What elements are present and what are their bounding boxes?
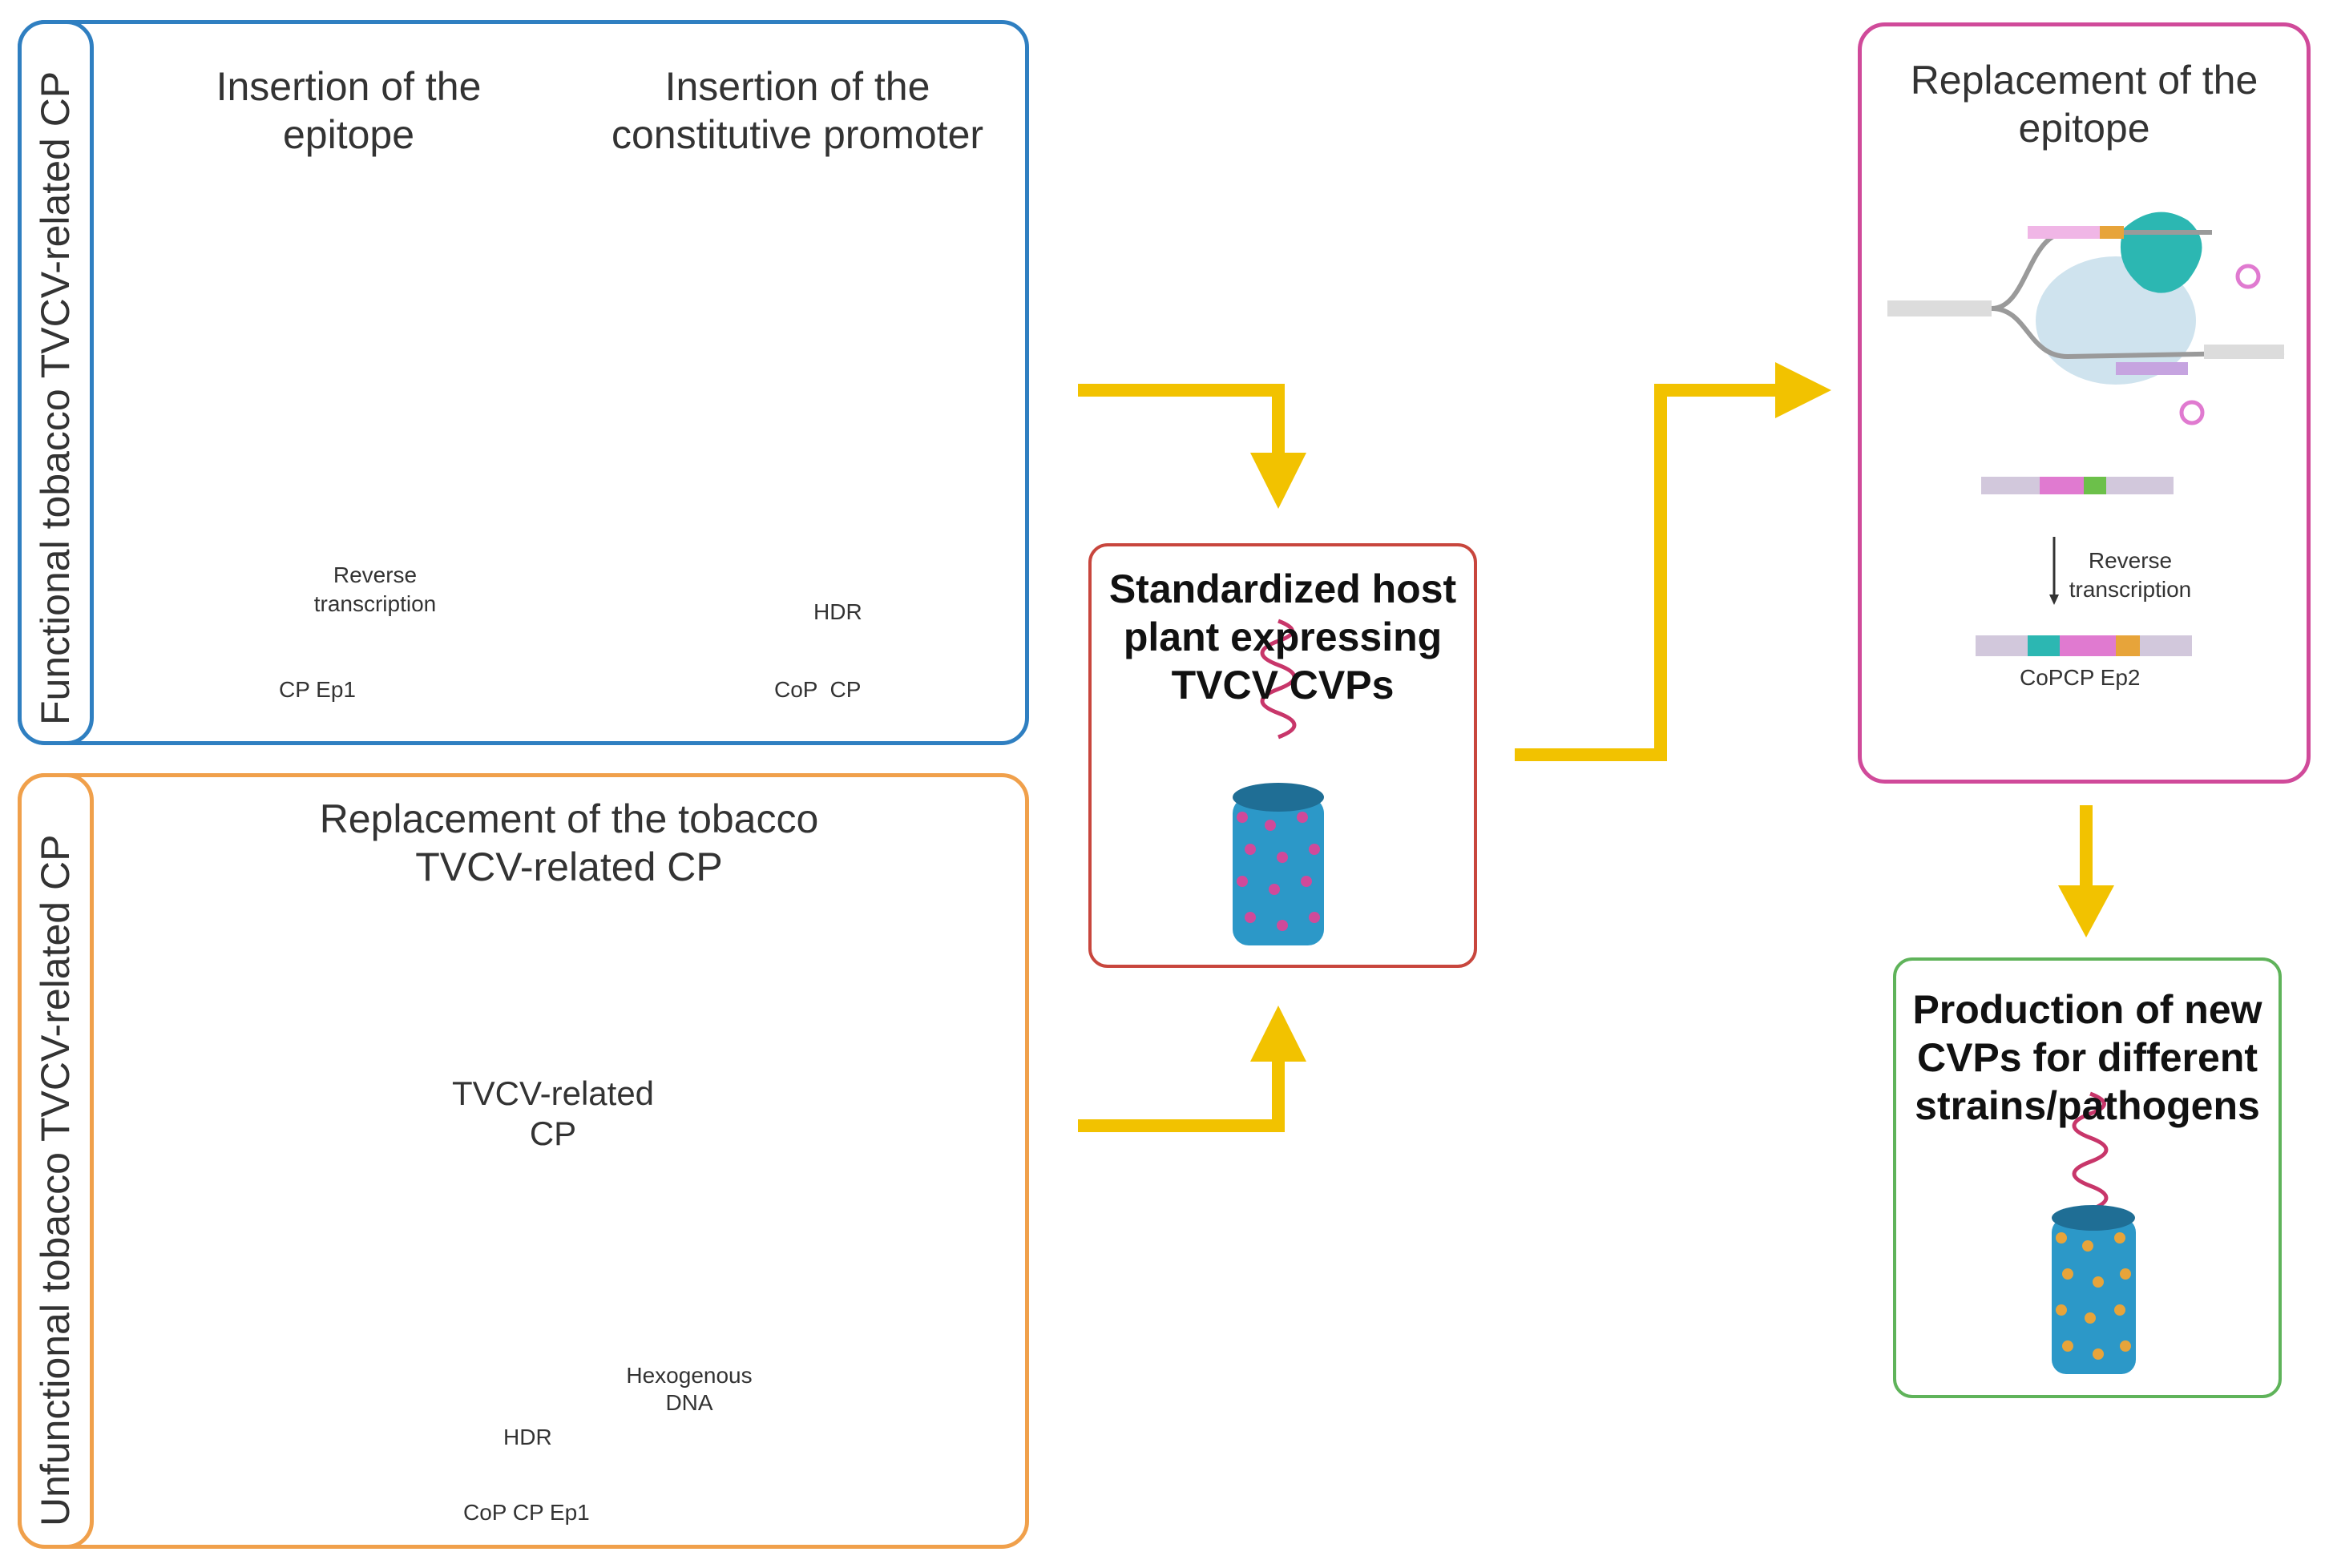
epitope-replacement-title: Replacement of the epitope	[1910, 58, 2258, 151]
epitope-replacement-illustration	[1887, 212, 2285, 656]
reverse-transcription-label-2: Reverse transcription	[2069, 548, 2192, 602]
arrow-heads	[1250, 362, 2114, 1062]
cvp-virus-illustration	[1233, 619, 1324, 945]
promoter-insertion-title: Insertion of the constitutive promoter	[611, 64, 984, 157]
cop-cp-ep1-label: CoP CP Ep1	[463, 1500, 590, 1525]
epitope-insertion-title: Insertion of the epitope	[216, 64, 482, 157]
unfunctional-side-label: Unfunctional tobacco TVCV-related CP	[33, 834, 78, 1526]
production-box	[1893, 957, 2282, 1398]
exogenous-dna-label: Hexogenous DNA	[626, 1363, 753, 1415]
arrow-bottom-to-center	[1078, 1062, 1285, 1132]
functional-panel	[18, 20, 1029, 745]
host-plant-title: Standardized host plant expressing TVCV …	[1108, 566, 1457, 707]
new-cvp-virus-illustration	[2052, 1091, 2136, 1374]
unfunctional-side-tab	[18, 773, 94, 1549]
hdr-label: HDR	[813, 599, 862, 624]
production-title: Production of new CVPs for different str…	[1912, 987, 2262, 1128]
cp-ep1-label: CP Ep1	[279, 677, 356, 702]
cop-cp-ep2-label: CoPCP Ep2	[2020, 665, 2141, 690]
cp-replacement-title: Replacement of the tobacco TVCV-related …	[319, 796, 819, 889]
tvcv-cp-label: TVCV-related CP	[451, 1074, 655, 1152]
unfunctional-panel	[18, 773, 1029, 1549]
flow-arrows	[1078, 384, 2093, 1132]
hdr-label-2: HDR	[503, 1425, 552, 1449]
arrow-center-to-replacement	[1515, 384, 1775, 761]
epitope-replacement-panel	[1858, 22, 2311, 784]
host-plant-box	[1088, 543, 1477, 968]
cop-cp-label: CoP CP	[774, 677, 862, 702]
functional-side-tab	[18, 20, 94, 745]
arrow-top-to-center	[1078, 384, 1285, 453]
reverse-transcription-label: Reverse transcription	[313, 562, 437, 616]
functional-side-label: Functional tobacco TVCV-related CP	[33, 71, 78, 725]
